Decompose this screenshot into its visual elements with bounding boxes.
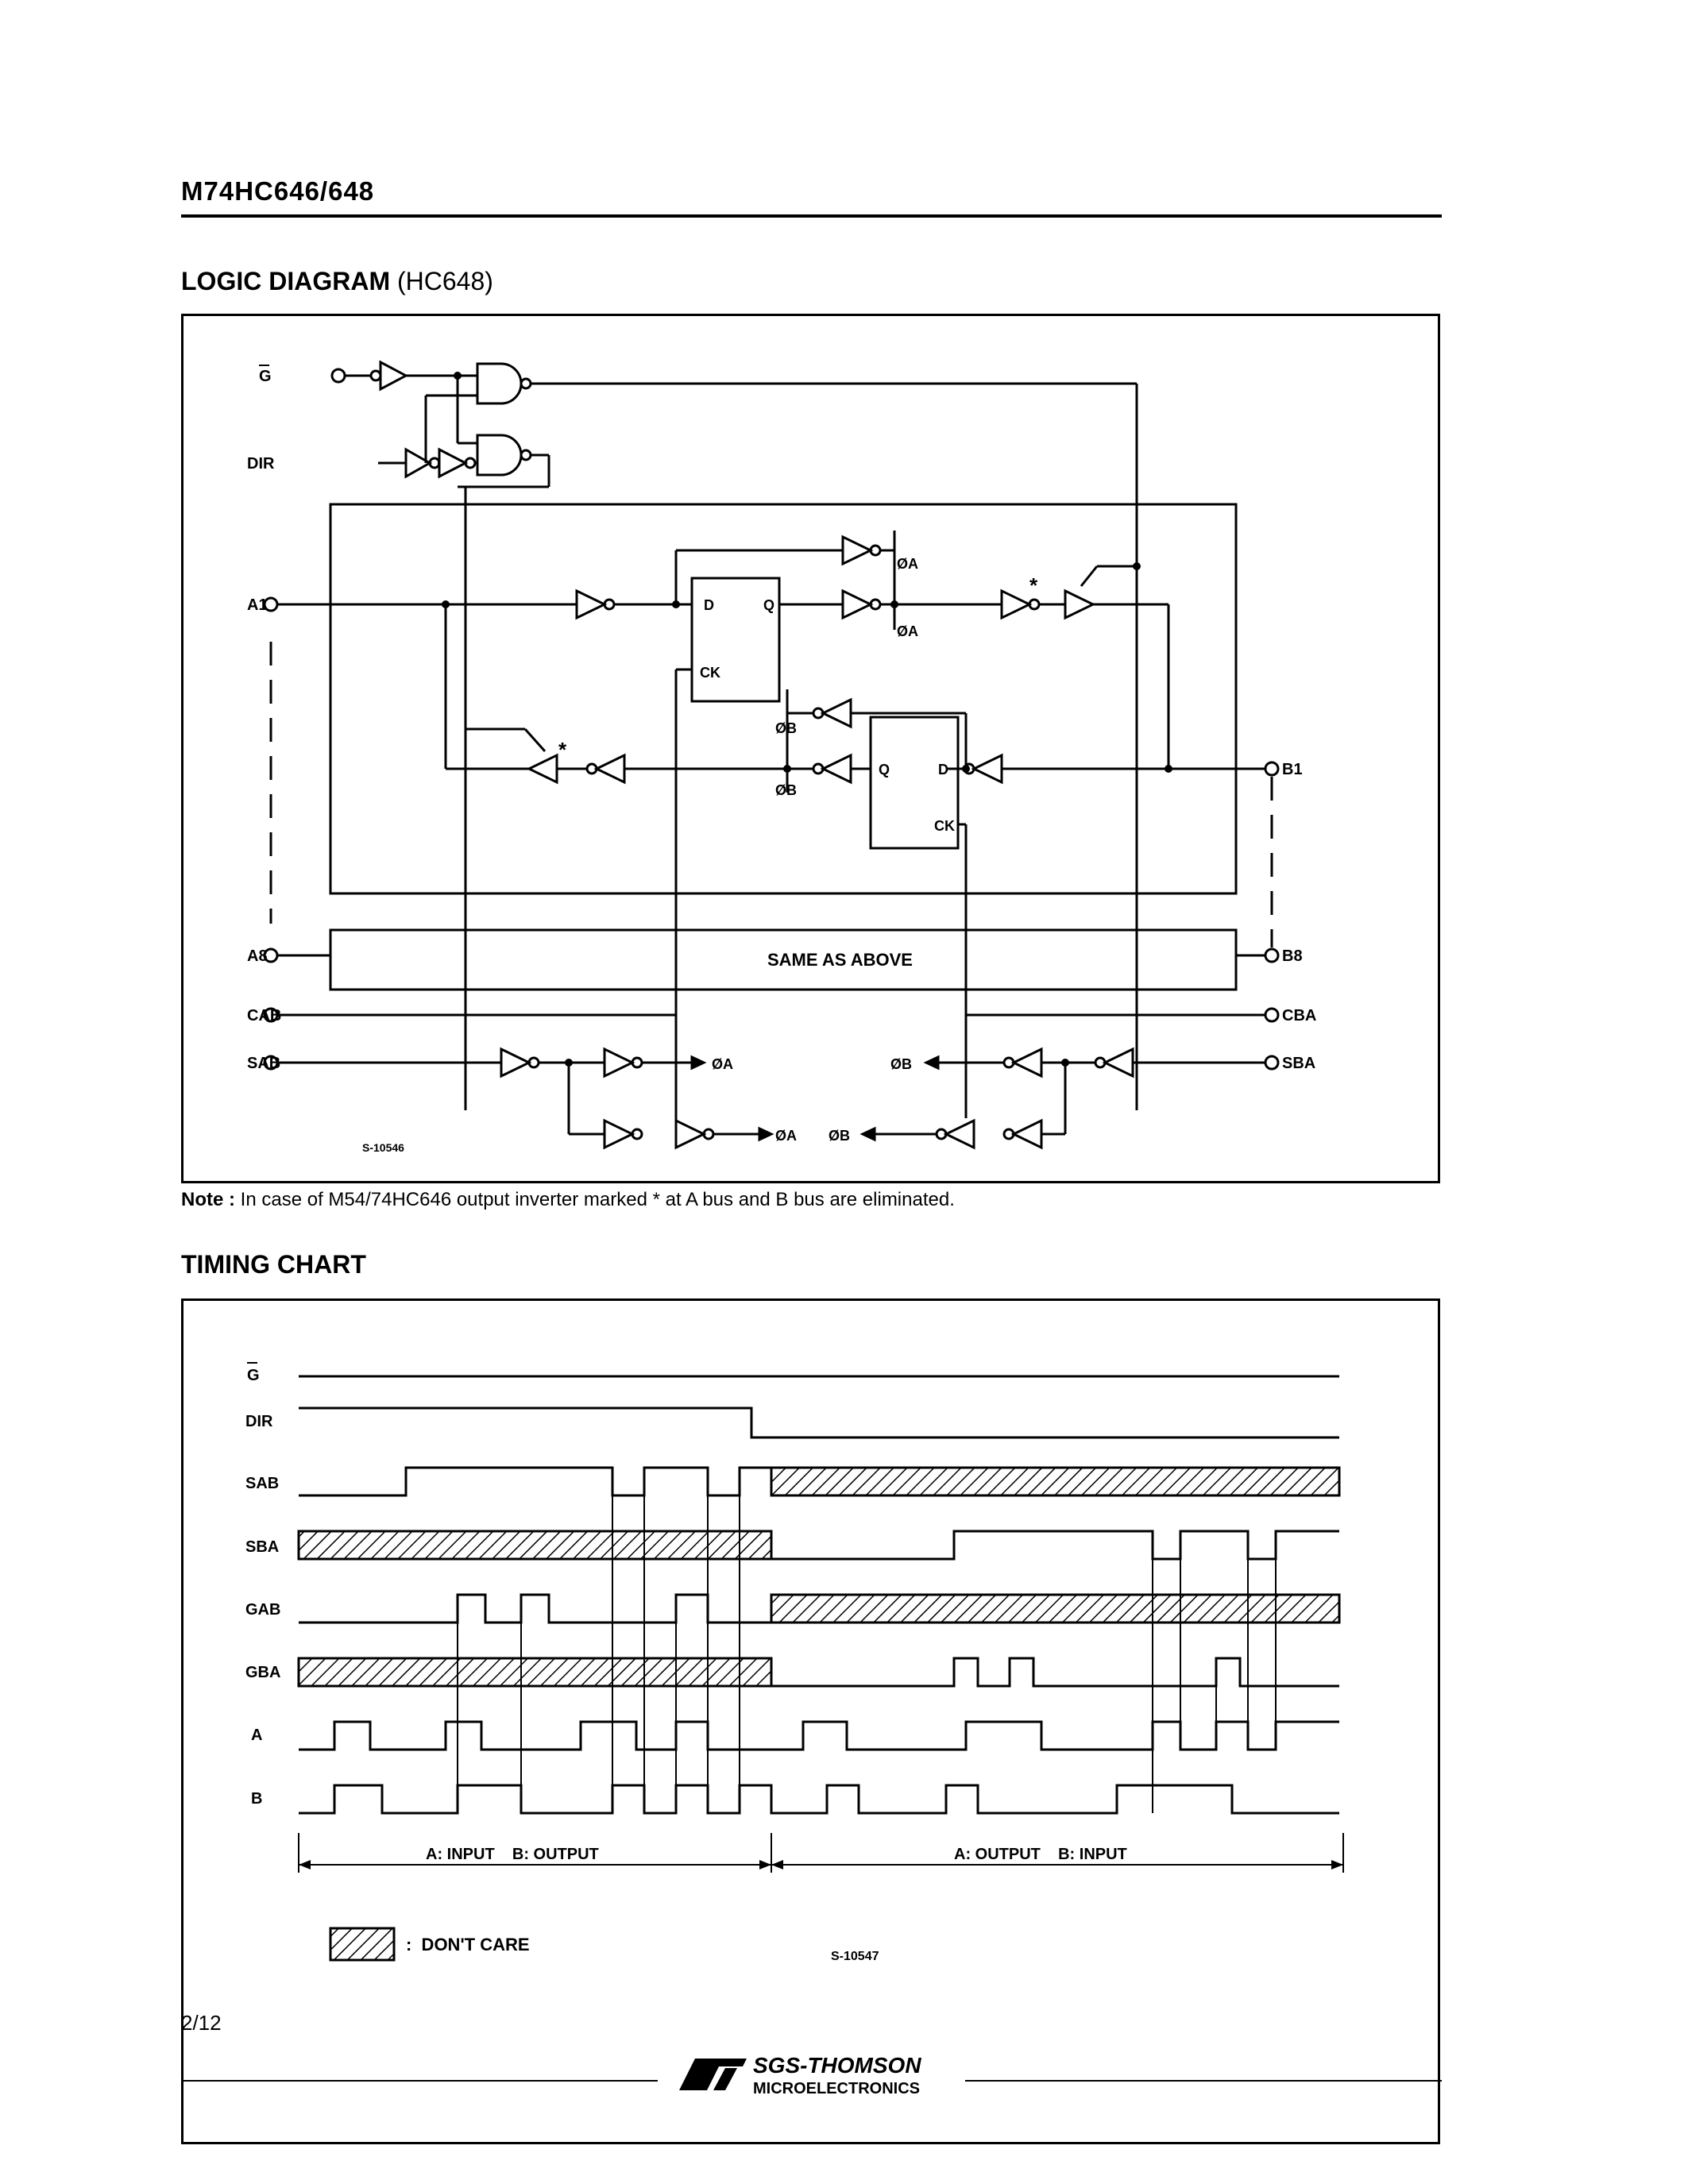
- cba-terminal: [1264, 1007, 1280, 1023]
- star-mark-b: *: [1029, 573, 1038, 597]
- sgs-thomson-logo: SGS-THOMSON MICROELECTRONICS: [675, 2044, 953, 2106]
- waveform-dir: [299, 1406, 1339, 1439]
- note: Note : In case of M54/74HC646 output inv…: [181, 1189, 955, 1211]
- label-g: G: [259, 368, 272, 385]
- ff-b-q-label: Q: [879, 762, 890, 778]
- gba-dont-care: [297, 1657, 773, 1688]
- header-divider: [181, 214, 1442, 218]
- waveform-gba: [771, 1657, 1339, 1688]
- timing-label-gba: GBA: [245, 1664, 280, 1681]
- label-b8: B8: [1282, 947, 1303, 965]
- label-same-as-above: SAME AS ABOVE: [767, 950, 913, 970]
- logic-diagram-heading-suffix: (HC648): [396, 267, 493, 295]
- timing-label-g: G: [247, 1367, 260, 1384]
- b-output-buffer-icon: [1064, 588, 1096, 620]
- waveform-a: [299, 1720, 1339, 1751]
- label-dir: DIR: [247, 455, 275, 473]
- logic-diagram: G DIR A1 A8 CAB SAB B1 B8 CBA SBA SAME A…: [247, 360, 1316, 1154]
- timing-label-sab: SAB: [245, 1475, 279, 1492]
- timing-label-gab: GAB: [245, 1601, 280, 1619]
- figure-code-timing: S-10547: [831, 1950, 879, 1963]
- logic-diagram-frame: G DIR A1 A8 CAB SAB B1 B8 CBA SBA SAME A…: [181, 314, 1440, 1183]
- label-a8: A8: [247, 947, 268, 965]
- region-right-label: A: OUTPUT B: INPUT: [954, 1846, 1127, 1863]
- logic-diagram-heading-bold: LOGIC DIAGRAM: [181, 267, 391, 295]
- waveform-b: [299, 1784, 1339, 1815]
- timing-label-sba: SBA: [245, 1538, 279, 1556]
- nand-gate-top-icon: [476, 362, 523, 405]
- label-sab-phi-a-bar: ØA: [775, 1128, 797, 1144]
- waveform-sab: [299, 1466, 771, 1497]
- label-phi-b: ØB: [775, 720, 797, 736]
- same-block: [329, 928, 1238, 991]
- page-number: 2/12: [181, 2011, 222, 2035]
- footer-divider-right: [965, 2080, 1442, 2082]
- timing-label-dir: DIR: [245, 1413, 273, 1430]
- star-mark-a: *: [558, 738, 567, 762]
- st-logo-icon: SGS-THOMSON MICROELECTRONICS: [679, 2053, 921, 2097]
- gab-dont-care: [770, 1593, 1341, 1624]
- label-phi-a-bar-top: ØA: [897, 556, 918, 572]
- sba-dont-care: [297, 1530, 773, 1561]
- waveform-sba: [771, 1530, 1339, 1561]
- ff-a-d-label: D: [704, 597, 714, 613]
- ff-a-q-label: Q: [763, 597, 774, 613]
- label-phi-a-mid: ØA: [897, 623, 918, 639]
- region-left-label: A: INPUT B: OUTPUT: [426, 1846, 599, 1863]
- g-input-terminal: [330, 368, 346, 384]
- label-sba: SBA: [1282, 1055, 1315, 1072]
- sab-dont-care: [770, 1466, 1341, 1497]
- dont-care-legend-label: : DON'T CARE: [406, 1935, 530, 1954]
- page-header-title: M74HC646/648: [181, 176, 375, 206]
- label-cba: CBA: [1282, 1007, 1316, 1024]
- label-b1: B1: [1282, 761, 1303, 778]
- label-sba-phi-b-bar: ØB: [829, 1128, 850, 1144]
- b8-terminal: [1264, 947, 1280, 963]
- label-phi-b-bar: ØB: [775, 782, 797, 798]
- ff-a-ck-label: CK: [700, 665, 720, 681]
- label-sab: SAB: [247, 1055, 280, 1072]
- b1-terminal: [1264, 761, 1280, 777]
- timing-chart-heading: TIMING CHART: [181, 1250, 366, 1279]
- label-a1: A1: [247, 596, 268, 614]
- brand-line1: SGS-THOMSON: [753, 2053, 921, 2078]
- logic-diagram-heading: LOGIC DIAGRAM (HC648): [181, 267, 493, 296]
- g-buffer-icon: [379, 360, 409, 392]
- label-cab: CAB: [247, 1007, 281, 1024]
- nand-gate-bottom-icon: [476, 434, 523, 477]
- brand-line2: MICROELECTRONICS: [753, 2080, 920, 2097]
- flip-flop-b: [869, 716, 960, 850]
- timing-chart: G DIR SAB SBA GAB GBA A B: [245, 1362, 1344, 1963]
- dir-buffer-icon: [404, 447, 433, 479]
- timing-label-a: A: [251, 1727, 262, 1744]
- note-label: Note :: [181, 1189, 235, 1210]
- transceiver-block: [329, 503, 1238, 895]
- ff-b-d-label: D: [938, 762, 948, 778]
- flip-flop-a: [690, 577, 781, 703]
- ff-b-ck-label: CK: [934, 818, 955, 834]
- timing-chart-frame: G DIR SAB SBA GAB GBA A B: [181, 1298, 1440, 2144]
- figure-code-logic: S-10546: [362, 1141, 404, 1154]
- label-sab-phi-a: ØA: [712, 1056, 733, 1072]
- sba-terminal: [1264, 1055, 1280, 1071]
- waveform-gab: [299, 1593, 771, 1624]
- dont-care-legend-swatch: [329, 1927, 396, 1962]
- timing-label-b: B: [251, 1790, 262, 1808]
- footer-divider-left: [181, 2080, 658, 2082]
- note-text: In case of M54/74HC646 output inverter m…: [240, 1189, 955, 1210]
- label-sba-phi-b: ØB: [890, 1056, 912, 1072]
- a-output-buffer-icon: [526, 753, 558, 785]
